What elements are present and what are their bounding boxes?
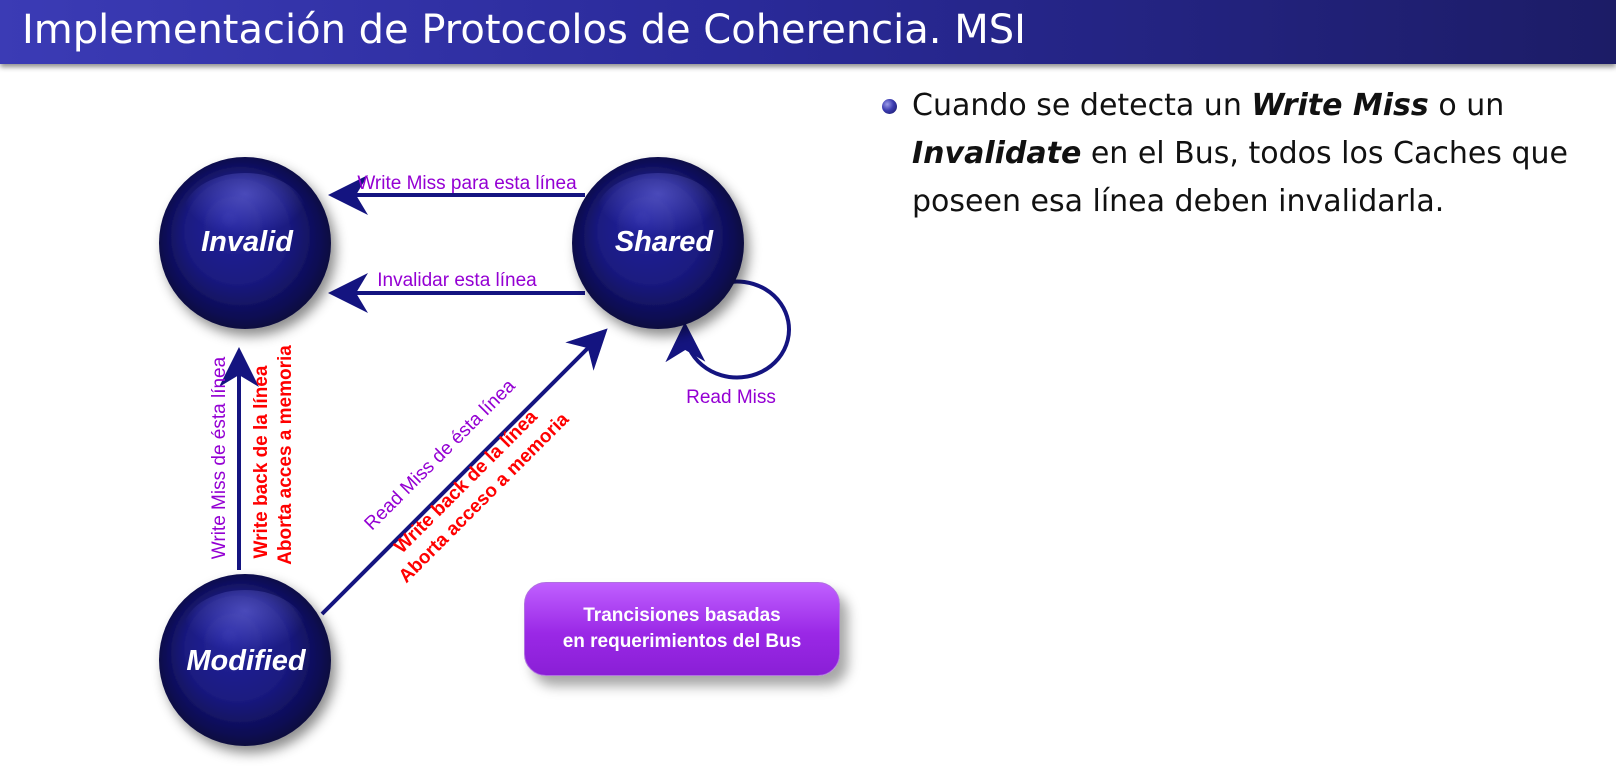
label-write-back-de-la-linea-vertical: Write back de la línea — [251, 365, 272, 558]
state-shared: Shared — [572, 157, 744, 329]
bullet-text-part-3: en el Bus, todos los Caches que poseen e… — [912, 136, 1568, 219]
label-write-miss-para-esta-linea: Write Miss para esta línea — [357, 173, 577, 194]
bullet-item: Cuando se detecta un Write Miss o un Inv… — [912, 82, 1602, 226]
bullet-text-part-1: Cuando se detecta un — [912, 88, 1252, 123]
label-read-miss: Read Miss — [686, 387, 776, 408]
state-shared-label: Shared — [615, 226, 715, 258]
bullet-term-write-miss: Write Miss — [1251, 88, 1429, 123]
legend-line-2: en requerimientos del Bus — [562, 631, 802, 652]
arrow-shared-self-loop — [665, 279, 791, 380]
bullet-list: Cuando se detecta un Write Miss o un Inv… — [882, 82, 1602, 226]
arrow-modified-to-shared — [320, 328, 608, 616]
bullet-text-part-2: o un — [1428, 88, 1505, 123]
label-write-miss-de-esta-linea: Write Miss de ésta línea — [209, 356, 230, 559]
label-aborta-acces-a-memoria: Aborta acces a memoria — [275, 345, 296, 565]
page-title: Implementación de Protocolos de Coherenc… — [22, 7, 1026, 53]
label-invalidar-esta-linea: Invalidar esta línea — [377, 270, 537, 291]
msi-state-diagram: Invalid Shared Modified Write Miss para … — [159, 157, 791, 746]
bullet-term-invalidate: Invalidate — [912, 136, 1082, 171]
legend-line-1: Trancisiones basadas — [583, 605, 781, 626]
title-bar: Implementación de Protocolos de Coherenc… — [0, 0, 1616, 64]
state-invalid-label: Invalid — [201, 226, 294, 258]
state-modified: Modified — [159, 574, 331, 746]
label-aborta-acceso-a-memoria: Aborta acceso a memoria — [395, 409, 574, 588]
legend-box: Trancisiones basadas en requerimientos d… — [524, 582, 840, 676]
state-invalid: Invalid — [159, 157, 331, 329]
transition-arrows — [219, 175, 791, 616]
bullet-icon — [882, 99, 897, 114]
state-modified-label: Modified — [186, 645, 306, 677]
